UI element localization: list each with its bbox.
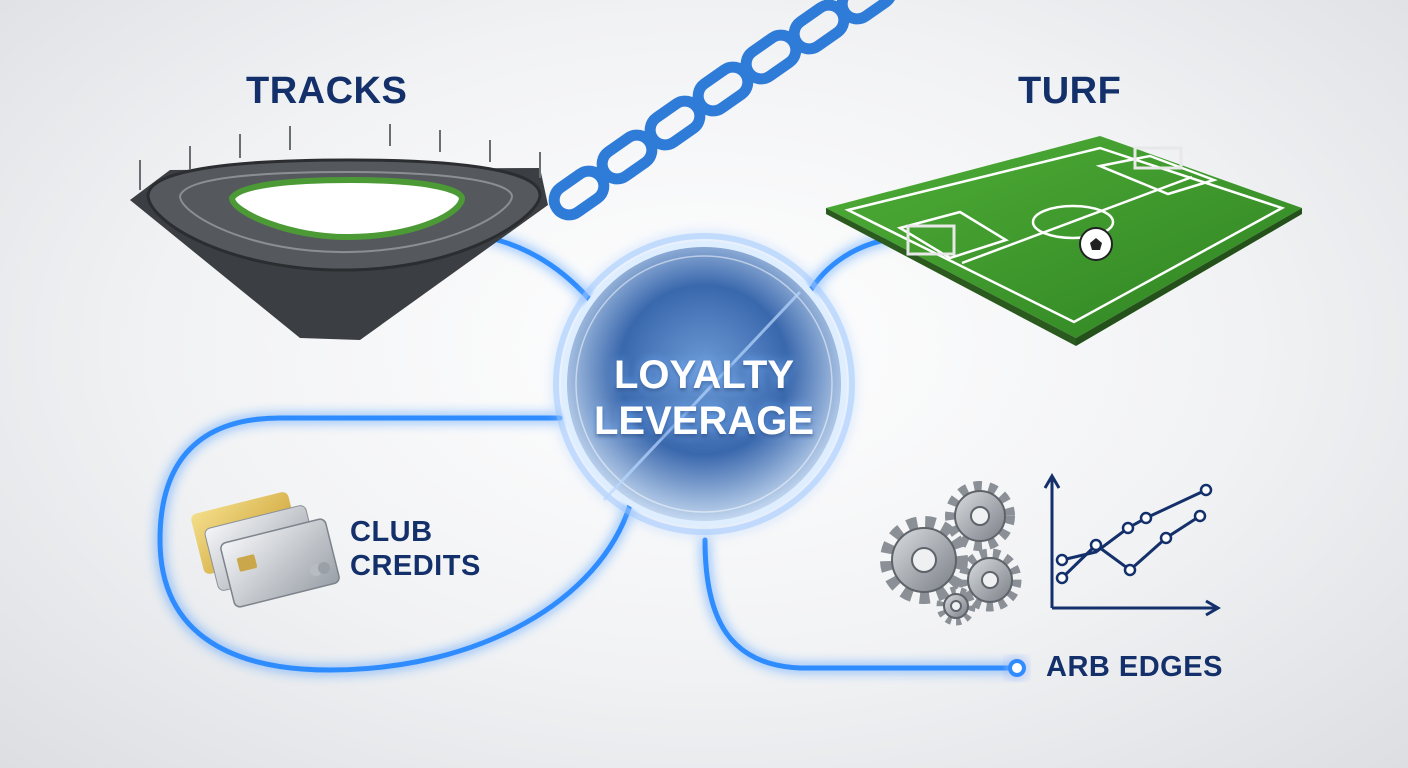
club-credits-label: CLUB CREDITS (350, 515, 481, 583)
chain-icon (548, 0, 898, 221)
soccer-field-icon (826, 136, 1302, 346)
loyalty-orb (553, 233, 855, 535)
club-credits-line-1: CLUB (350, 516, 433, 548)
credit-cards-icon (191, 492, 340, 608)
connector-club-credits (157, 415, 633, 673)
center-title: LOYALTY LEVERAGE (554, 352, 854, 444)
club-credits-line-2: CREDITS (350, 550, 481, 582)
arb-edges-label: ARB EDGES (1046, 651, 1223, 683)
center-title-line-1: LOYALTY (613, 353, 795, 397)
connector-endpoint (1008, 659, 1026, 677)
stadium-track-icon (130, 124, 548, 340)
turf-label: TURF (1018, 70, 1122, 112)
gears-icon (880, 481, 1022, 626)
center-title-line-2: LEVERAGE (593, 399, 815, 443)
line-chart-icon (1043, 473, 1221, 617)
connector-arb-edges (702, 537, 1018, 671)
tracks-label: TRACKS (246, 70, 408, 112)
